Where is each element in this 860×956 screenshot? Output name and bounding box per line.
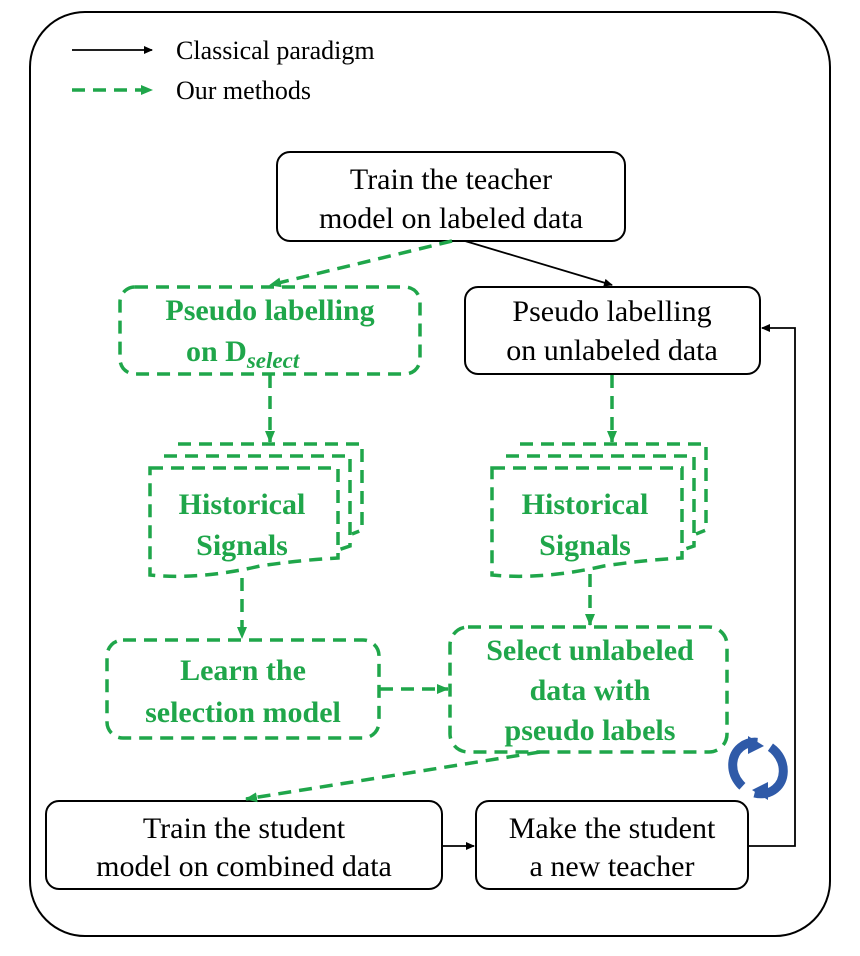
edge-teacher-to-pseudo-select bbox=[269, 239, 453, 288]
node-learn-selection-line2: selection model bbox=[145, 696, 341, 729]
node-train-student-line2: model on combined data bbox=[96, 850, 392, 883]
node-pseudo-select: Pseudo labelling on Dselect bbox=[118, 285, 422, 376]
node-pseudo-unlabeled-line1: Pseudo labelling bbox=[512, 295, 711, 328]
edge-loop-back bbox=[748, 324, 796, 847]
node-pseudo-select-line1: Pseudo labelling bbox=[165, 294, 374, 327]
node-historical-left-line1: Historical bbox=[179, 488, 306, 521]
node-learn-selection-line1: Learn the bbox=[180, 654, 306, 687]
node-historical-right-line2: Signals bbox=[539, 529, 631, 562]
node-historical-signals-left: Historical Signals bbox=[148, 442, 364, 579]
node-select-unlabeled-line1: Select unlabeled bbox=[486, 634, 694, 667]
node-learn-selection: Learn the selection model bbox=[105, 638, 381, 740]
node-historical-right-line1: Historical bbox=[522, 488, 649, 521]
node-pseudo-select-line2: on Dselect bbox=[186, 335, 300, 373]
node-pseudo-unlabeled-line2: on unlabeled data bbox=[506, 334, 718, 367]
node-train-teacher-line2: model on labeled data bbox=[319, 202, 583, 235]
node-train-teacher: Train the teacher model on labeled data bbox=[276, 151, 626, 242]
edge-select-to-train-student bbox=[245, 750, 541, 803]
legend-ours-label: Our methods bbox=[176, 76, 311, 105]
node-historical-left-line2: Signals bbox=[196, 529, 288, 562]
node-make-teacher-line2: a new teacher bbox=[530, 850, 695, 883]
node-train-student-line1: Train the student bbox=[143, 812, 346, 845]
legend-classical-label: Classical paradigm bbox=[176, 36, 375, 65]
node-train-student: Train the student model on combined data bbox=[45, 800, 443, 890]
node-select-unlabeled-line2: data with bbox=[530, 674, 651, 707]
node-select-unlabeled: Select unlabeled data with pseudo labels bbox=[448, 625, 729, 754]
outer-frame bbox=[29, 11, 831, 937]
node-make-teacher: Make the student a new teacher bbox=[475, 800, 749, 890]
node-historical-signals-right: Historical Signals bbox=[490, 442, 708, 579]
node-make-teacher-line1: Make the student bbox=[509, 812, 716, 845]
node-train-teacher-line1: Train the teacher bbox=[350, 163, 552, 196]
node-select-unlabeled-line3: pseudo labels bbox=[505, 714, 676, 747]
node-pseudo-unlabeled: Pseudo labelling on unlabeled data bbox=[464, 286, 761, 375]
refresh-cycle-icon bbox=[728, 736, 788, 800]
edge-teacher-to-pseudo-unlabeled bbox=[464, 240, 613, 287]
legend: Classical paradigm Our methods bbox=[72, 36, 375, 105]
